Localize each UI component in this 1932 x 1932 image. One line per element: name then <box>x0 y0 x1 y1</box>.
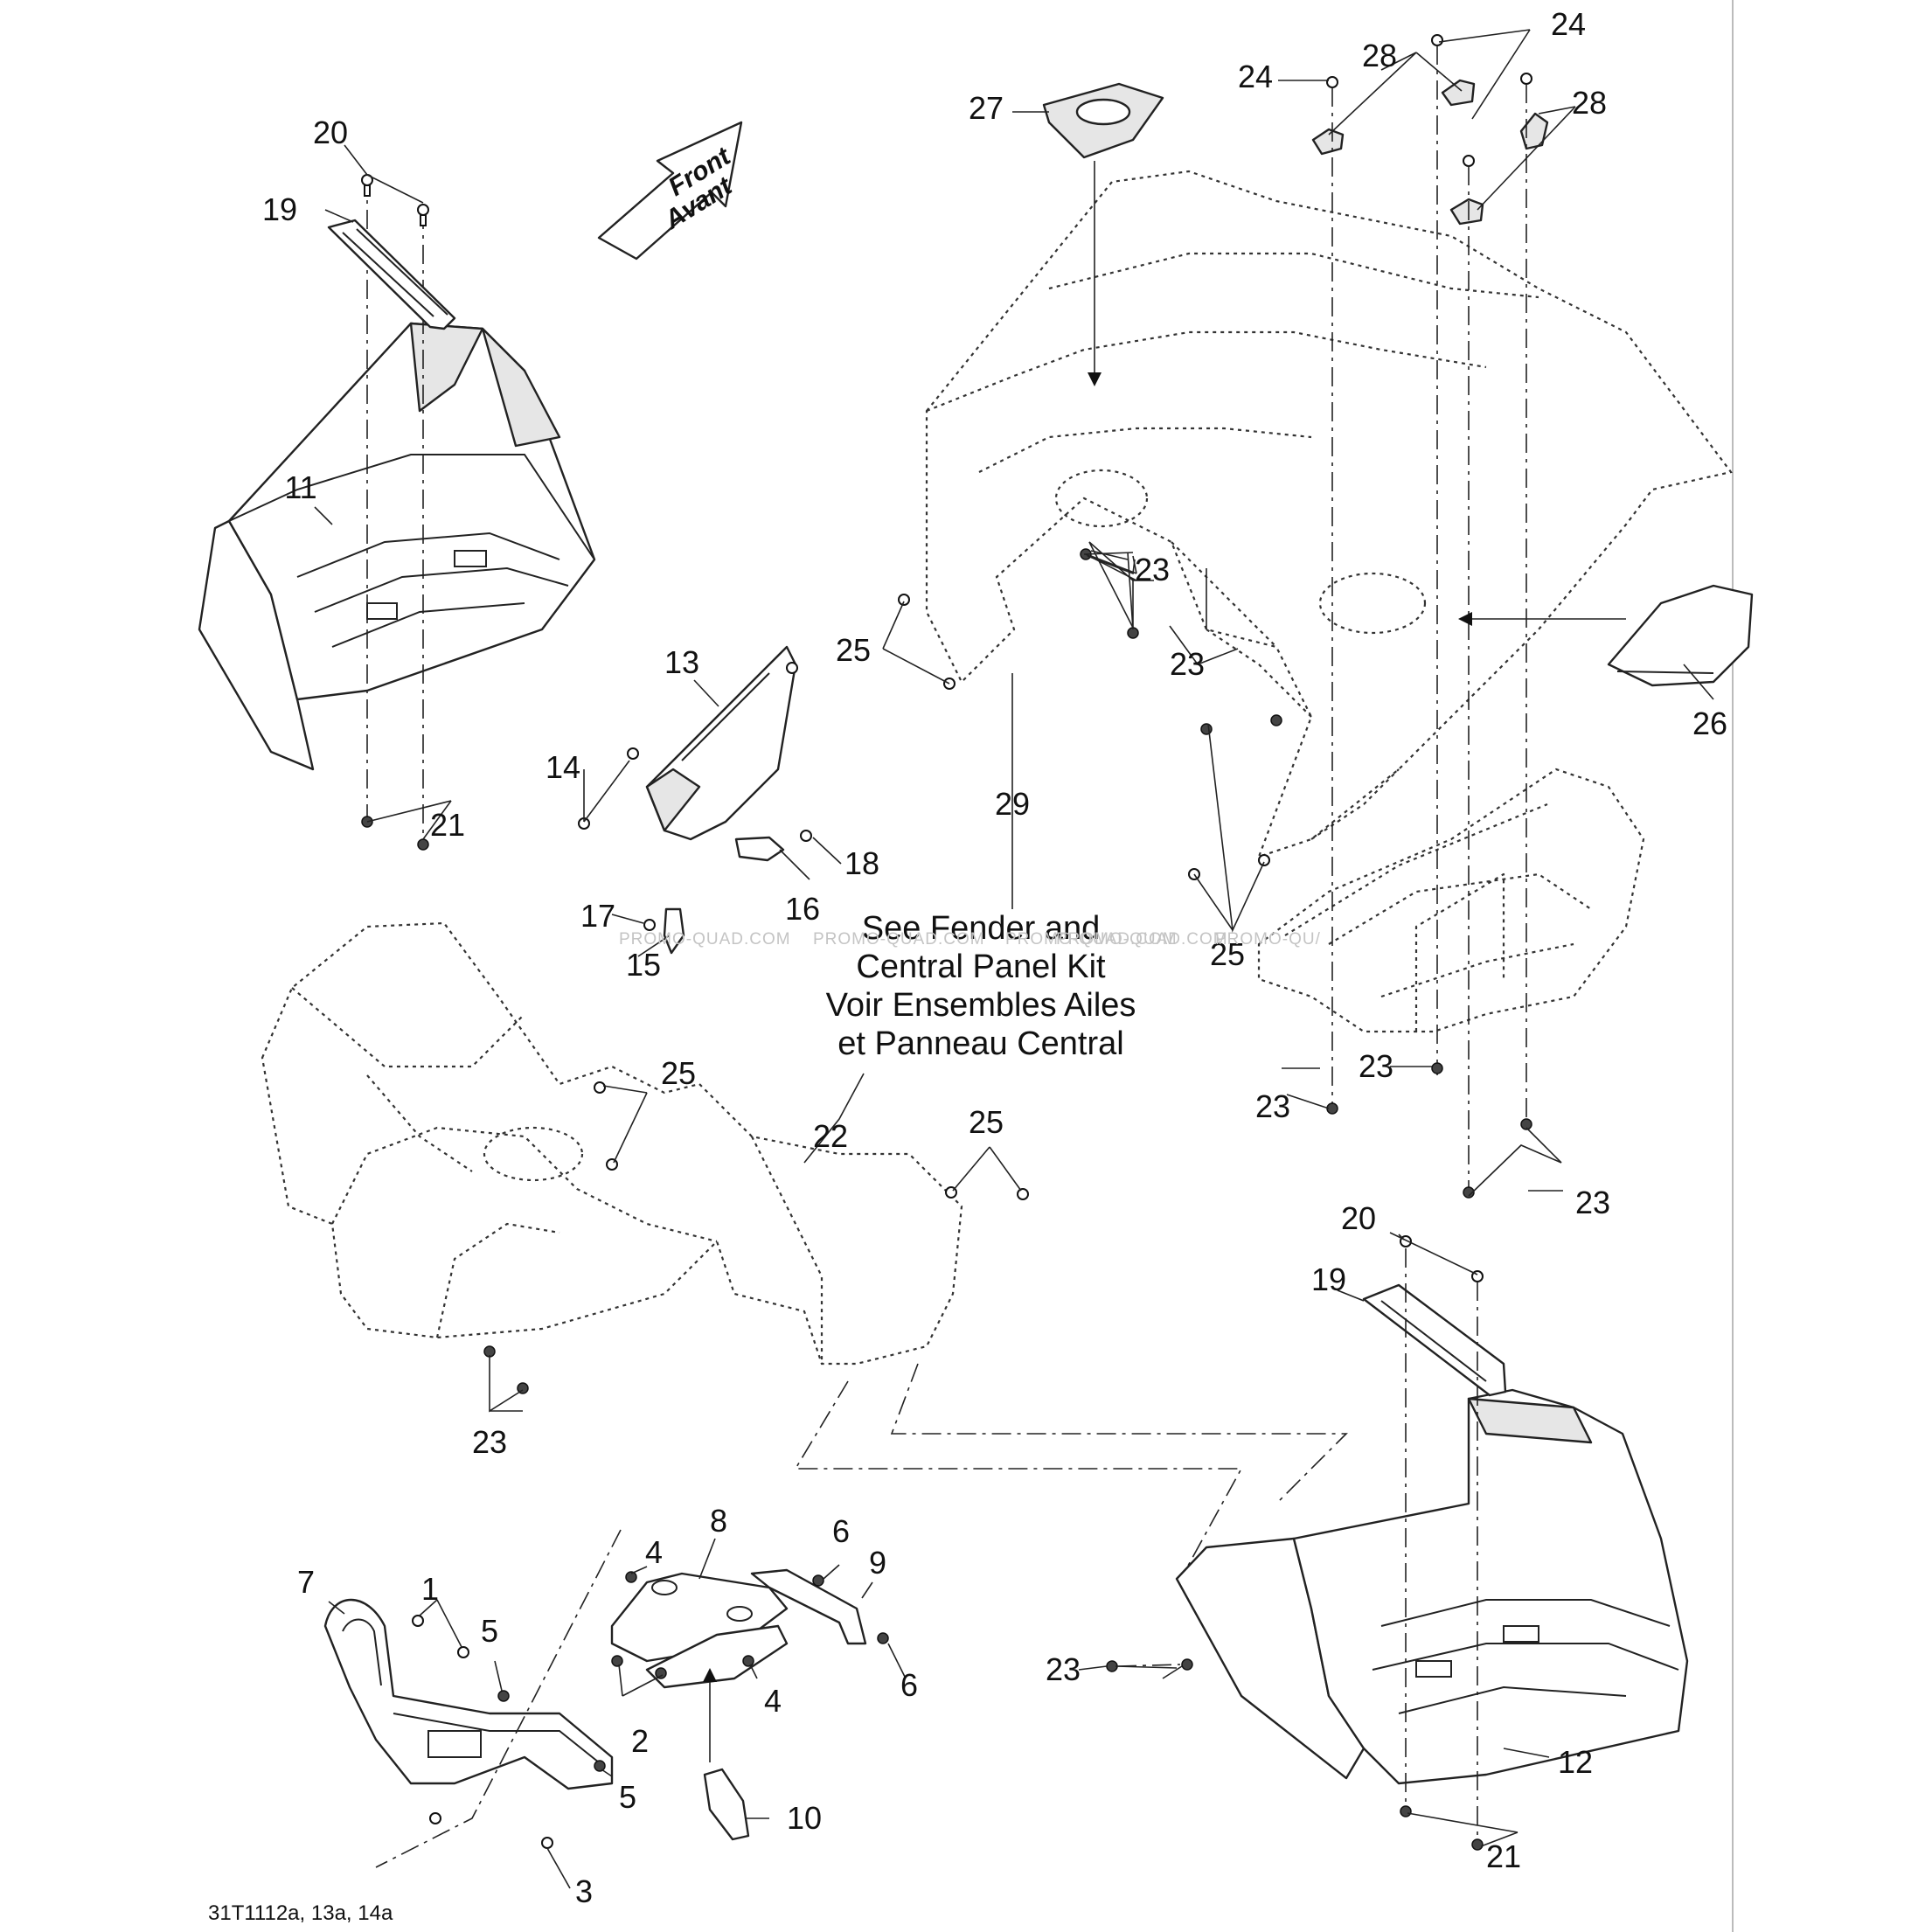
part-28-clips <box>1311 79 1549 226</box>
callout-12: 12 <box>1558 1744 1593 1780</box>
part-7-front-bumper <box>323 1598 614 1790</box>
callout-5-upper: 5 <box>481 1613 498 1649</box>
watermark-row: PROMO-QUAD.COM PROMO-QUAD.COM PROMO-QUAD… <box>619 930 1321 949</box>
callout-6-lower: 6 <box>900 1667 918 1703</box>
callout-23-rack-left: 23 <box>1255 1088 1290 1124</box>
callout-23-rack-mid: 23 <box>1359 1048 1393 1084</box>
callout-labels: 1 2 3 4 4 5 5 6 6 7 8 9 10 11 12 13 14 1… <box>262 6 1727 1909</box>
callout-1: 1 <box>421 1571 439 1607</box>
callout-15: 15 <box>626 947 661 983</box>
callout-23-rear-footrest: 23 <box>1046 1651 1081 1687</box>
callout-28-left: 28 <box>1362 38 1397 73</box>
callout-25-rear-left: 25 <box>836 632 871 668</box>
callout-16: 16 <box>785 891 820 927</box>
callout-9: 9 <box>869 1545 886 1581</box>
part-22-front-fender <box>261 921 963 1366</box>
alignment-line-fender-footrest-2 <box>890 1363 1348 1505</box>
part-10-mount <box>703 1768 750 1841</box>
callout-26: 26 <box>1692 705 1727 741</box>
front-direction-arrow: Front Avant <box>597 121 743 261</box>
part-29-rear-fender <box>925 170 1733 858</box>
alignment-line-fender-footrest-1 <box>794 1380 1243 1574</box>
callout-14: 14 <box>546 749 580 785</box>
callout-19-right: 19 <box>1311 1261 1346 1297</box>
part-16-clip <box>734 836 785 862</box>
callout-17: 17 <box>580 898 615 934</box>
part-19-footpeg-left <box>327 219 456 330</box>
part-21-nuts-left <box>361 816 429 851</box>
bumper-fasteners <box>412 1571 889 1849</box>
callout-25-rear-right: 25 <box>1210 936 1245 972</box>
leader-lines <box>314 29 1714 1889</box>
callout-4-upper: 4 <box>645 1534 663 1570</box>
arrowhead-27 <box>1088 372 1102 386</box>
callout-22: 22 <box>813 1118 848 1154</box>
callout-25-front-left: 25 <box>661 1055 696 1091</box>
watermark-text-1: PROMO-QUAD.COM <box>619 930 791 949</box>
callout-18: 18 <box>844 845 879 881</box>
callout-23-mid: 23 <box>1170 646 1205 682</box>
rear-rack-dotted <box>1257 768 1645 1033</box>
callout-8: 8 <box>710 1503 727 1539</box>
callout-21-left: 21 <box>430 807 465 843</box>
callout-2: 2 <box>631 1723 649 1759</box>
callout-13: 13 <box>664 644 699 680</box>
callout-24-right: 24 <box>1551 6 1586 42</box>
callout-7: 7 <box>297 1564 315 1600</box>
callout-28-right: 28 <box>1572 85 1607 121</box>
callout-25-front-right: 25 <box>969 1104 1004 1140</box>
part-27-fuel-cap-cover <box>1042 82 1164 159</box>
callout-20-left: 20 <box>313 115 348 150</box>
watermark-text-5: PROMO-QU/ <box>1215 930 1321 949</box>
watermark-text-3: PROMO-QUAD.COM <box>1005 930 1178 949</box>
callout-20-right: 20 <box>1341 1200 1376 1236</box>
part-23-nuts-right-footrest <box>1106 1658 1193 1672</box>
callout-24-left: 24 <box>1238 59 1273 94</box>
diagram-code: 31T1112a, 13a, 14a <box>208 1901 393 1925</box>
arrowhead-26 <box>1458 612 1472 626</box>
part-26-rear-cover <box>1607 584 1754 687</box>
watermark-text-2: PROMO-QUAD.COM <box>813 930 985 949</box>
fender-kit-note: See Fender and Central Panel Kit Voir En… <box>826 910 1136 1062</box>
part-21-nuts-right <box>1400 1805 1484 1851</box>
part-19-footpeg-right <box>1362 1283 1507 1397</box>
callout-10: 10 <box>787 1800 822 1836</box>
part-23-nuts-front <box>483 1345 529 1394</box>
callout-29: 29 <box>995 786 1030 822</box>
note-english-line-2: Central Panel Kit <box>856 949 1106 985</box>
note-english-line-1: See Fender and <box>862 910 1101 947</box>
part-14-17-18-screws <box>578 662 812 931</box>
part-8-bumper-bracket <box>610 1572 789 1689</box>
note-french-line-2: et Panneau Central <box>837 1025 1123 1062</box>
callout-11: 11 <box>284 469 316 505</box>
part-9-bracket-bar <box>750 1568 867 1645</box>
part-12-rear-footrest-right <box>1175 1388 1689 1785</box>
arrowhead-10 <box>703 1668 717 1682</box>
callout-27: 27 <box>969 90 1004 126</box>
callout-4-lower: 4 <box>764 1683 782 1719</box>
callout-5-lower: 5 <box>619 1779 636 1815</box>
part-24-screws <box>1326 34 1532 167</box>
part-20-screws-left <box>361 174 429 226</box>
callout-23-rack-right: 23 <box>1575 1185 1610 1220</box>
callout-3: 3 <box>575 1873 593 1909</box>
callout-23-front-fender: 23 <box>472 1424 507 1460</box>
part-15-clip <box>663 907 685 955</box>
callout-6-upper: 6 <box>832 1513 850 1549</box>
callout-23-fender: 23 <box>1135 552 1170 587</box>
watermark-text-4: PROMO-QUAD.COM <box>1056 930 1228 949</box>
alignment-line-bumper <box>375 1529 622 1868</box>
callout-21-right: 21 <box>1486 1838 1521 1874</box>
callout-19-left: 19 <box>262 191 297 227</box>
part-25-screws-front <box>594 1081 1029 1200</box>
part-13-side-panel-bracket <box>645 645 797 841</box>
note-french-line-1: Voir Ensembles Ailes <box>826 987 1136 1024</box>
